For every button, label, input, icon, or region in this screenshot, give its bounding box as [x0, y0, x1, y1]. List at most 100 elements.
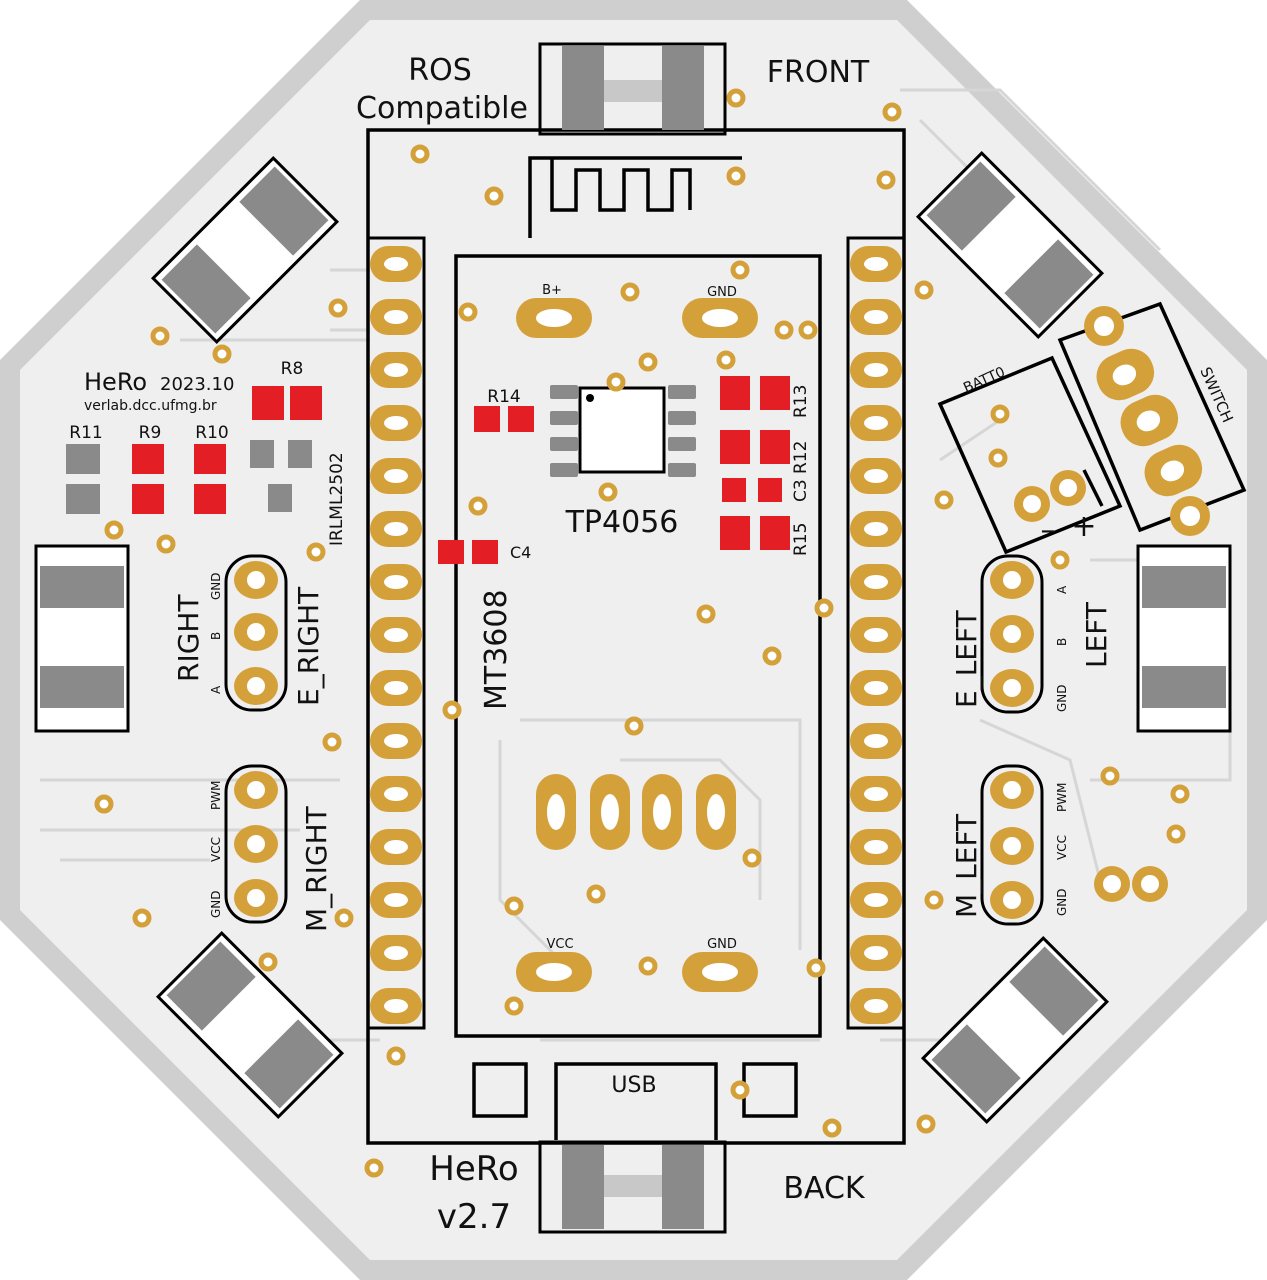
via [212, 344, 232, 364]
plus-label: + [1071, 509, 1096, 544]
r9-label: R9 [139, 423, 162, 443]
pin-b-el: B [1055, 638, 1069, 646]
r8-label: R8 [281, 359, 304, 379]
via [696, 604, 716, 624]
via [586, 884, 606, 904]
via [94, 794, 114, 814]
via [924, 890, 944, 910]
via [988, 448, 1008, 468]
r11-label: R11 [69, 423, 102, 443]
module-pads [516, 298, 758, 992]
switch-pads [1014, 306, 1210, 902]
year-label: 2023.10 [160, 374, 234, 395]
via [774, 320, 794, 340]
pin-gnd-ml: GND [1055, 888, 1069, 916]
via [742, 848, 762, 868]
board-version: v2.7 [437, 1197, 511, 1237]
right-header [846, 236, 906, 1030]
via [442, 700, 462, 720]
sensor-e [1136, 544, 1232, 733]
via [104, 520, 124, 540]
via [730, 260, 750, 280]
via [726, 166, 746, 186]
via [876, 170, 896, 190]
via [620, 282, 640, 302]
sensor-w [34, 544, 130, 733]
r14-label: R14 [487, 387, 520, 407]
sensor-nw [150, 155, 340, 345]
m-left-label: M_LEFT [950, 813, 983, 918]
tp4056-chip [550, 385, 696, 477]
minus-label: – [1041, 513, 1056, 548]
sensor-se [920, 935, 1110, 1125]
via [468, 496, 488, 516]
via [364, 1158, 384, 1178]
antenna [528, 156, 742, 238]
bplus-label: B+ [542, 283, 562, 298]
gnd-top-label: GND [707, 285, 737, 300]
left-label: LEFT [1080, 601, 1113, 668]
c3-label: C3 [791, 479, 811, 502]
sensor-ne [915, 150, 1105, 340]
via [914, 280, 934, 300]
usb-label: USB [611, 1073, 656, 1098]
board-body [20, 20, 1247, 1260]
pin-b-er: B [209, 632, 223, 640]
via [638, 956, 658, 976]
inner-module [454, 254, 822, 1038]
via [730, 1080, 750, 1100]
via [1100, 766, 1120, 786]
via [762, 646, 782, 666]
r12-label: R12 [791, 441, 811, 474]
via [990, 404, 1010, 424]
via [726, 88, 746, 108]
via [132, 908, 152, 928]
via [814, 598, 834, 618]
ros-label: ROS [408, 53, 472, 88]
pin-gnd-mr: GND [209, 890, 223, 918]
via [334, 908, 354, 928]
gnd-bottom-label: GND [707, 937, 737, 952]
via [386, 1046, 406, 1066]
via [150, 326, 170, 346]
via [504, 996, 524, 1016]
via [1050, 550, 1070, 570]
via [322, 732, 342, 752]
via [306, 542, 326, 562]
back-switch [538, 1140, 727, 1234]
via [328, 298, 348, 318]
smd-parts [66, 376, 790, 564]
front-switch [538, 42, 727, 136]
mt3608-label: MT3608 [479, 589, 514, 710]
e-right-label: E_RIGHT [292, 586, 325, 706]
mosfet-label: IRLML2502 [327, 452, 347, 546]
pin-pwm-mr: PWM [209, 781, 223, 810]
via [1166, 824, 1186, 844]
vias [94, 88, 1190, 1178]
via [504, 896, 524, 916]
via [606, 372, 626, 392]
pin-a-el: A [1055, 585, 1069, 594]
via [1170, 784, 1190, 804]
via [716, 350, 736, 370]
pin-gnd-er: GND [209, 572, 223, 600]
r13-label: R13 [791, 385, 811, 418]
via [934, 490, 954, 510]
via [822, 1118, 842, 1138]
sensor-sw [155, 930, 345, 1120]
left-header [366, 236, 426, 1030]
via [806, 958, 826, 978]
board-name: HeRo [429, 1149, 518, 1189]
pin-gnd-el: GND [1055, 684, 1069, 712]
via [598, 482, 618, 502]
via [410, 144, 430, 164]
via [638, 352, 658, 372]
right-label: RIGHT [172, 594, 205, 682]
via [916, 1114, 936, 1134]
via [156, 534, 176, 554]
brand-label: HeRo [84, 368, 147, 396]
pin-pwm-ml: PWM [1055, 783, 1069, 812]
back-label: BACK [783, 1171, 866, 1206]
battery-connector [937, 301, 1247, 555]
